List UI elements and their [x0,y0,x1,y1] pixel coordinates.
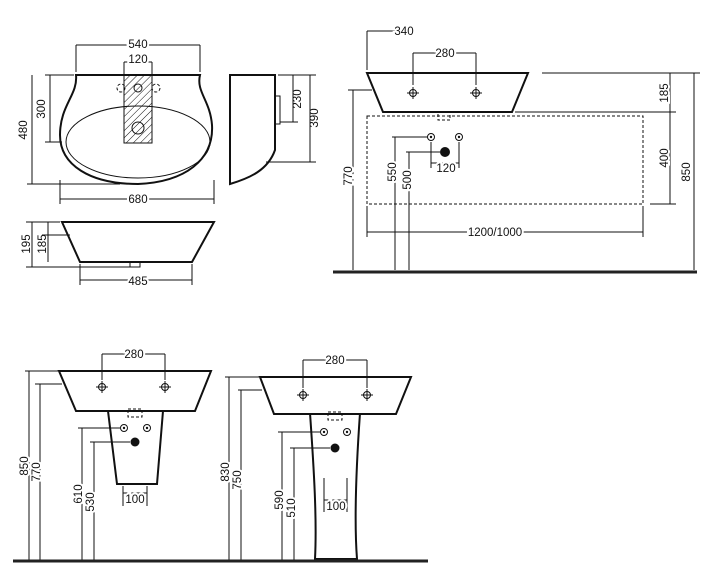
dim-semi-280: 280 [124,349,143,361]
dim-wall-1200-1000: 1200/1000 [468,227,522,239]
dim-semi-850: 850 [19,456,31,475]
basin-semi-outline [57,370,213,412]
dim-full-100: 100 [326,501,345,513]
full-outlet [327,411,343,421]
dim-semi-770: 770 [31,462,43,481]
pipe-right-icon [143,424,151,432]
dim-full-830: 830 [220,462,232,481]
tap-hole-dashed-right [151,83,161,93]
dim-full-590: 590 [274,490,286,509]
dim-wall-500: 500 [402,170,414,189]
drain-icon [131,121,145,135]
dim-wall-185: 185 [659,83,671,102]
dim-wall-280: 280 [435,48,454,60]
dim-wall-850: 850 [681,162,693,181]
side-bracket [274,95,281,125]
dim-wall-770: 770 [343,166,355,185]
dim-semi-610: 610 [73,484,85,503]
tap-hole-right-icon [159,381,171,393]
dim-wall-340: 340 [394,26,413,38]
dim-front-485: 485 [128,276,147,288]
tap-hole-right-icon [361,389,373,401]
dim-plan-480: 480 [18,120,30,139]
plan-view: 540 120 300 480 680 [18,37,215,208]
dim-full-750: 750 [232,470,244,489]
front-view: 195 185 485 [21,221,216,290]
dim-plan-300: 300 [36,99,48,118]
dim-wall-400: 400 [659,148,671,167]
tap-hole-dashed-left [116,83,126,93]
semi-pedestal-elevation: 280 850 770 610 530 100 [13,347,222,563]
full-pedestal-elevation: 280 830 750 590 510 100 [218,353,428,563]
basin-full-outline [258,376,413,415]
semi-pedestal-body [106,410,165,485]
dim-side-230: 230 [292,89,304,108]
pedestal-column [308,412,362,560]
outlet-hatch [123,74,153,144]
dim-full-510: 510 [286,498,298,517]
dim-semi-100: 100 [125,494,144,506]
mounting-frame [366,115,644,205]
pipe-left-icon [320,428,328,436]
side-view: 230 390 [229,74,321,186]
tap-hole-left-icon [96,381,108,393]
dim-front-185: 185 [37,234,49,253]
waste-pipe-icon [440,147,450,157]
dim-wall-550: 550 [387,162,399,181]
dim-full-280: 280 [325,355,344,367]
semi-outlet [127,408,143,418]
pipe-right-icon [343,428,351,436]
dim-wall-120: 120 [436,163,455,175]
dim-semi-530: 530 [85,492,97,511]
wall-mount-elevation: 340 280 185 400 850 770 550 500 120 [333,24,700,274]
basin-wall-outline [365,72,530,113]
tap-hole-icon [133,83,143,93]
dim-side-390: 390 [309,108,321,127]
pipe-left-icon [120,424,128,432]
waste-pipe-icon [130,437,140,447]
basin-front-outline [60,221,216,263]
dim-plan-120: 120 [128,54,147,66]
waste-pipe-icon [330,443,340,453]
tap-hole-right-icon [470,87,482,99]
dim-plan-680: 680 [128,194,147,206]
basin-side-outline [229,74,276,186]
tap-hole-left-icon [407,87,419,99]
tap-hole-left-icon [297,389,309,401]
dim-plan-540: 540 [128,39,147,51]
pipe-right-icon [455,133,463,141]
dim-front-195: 195 [21,234,33,253]
